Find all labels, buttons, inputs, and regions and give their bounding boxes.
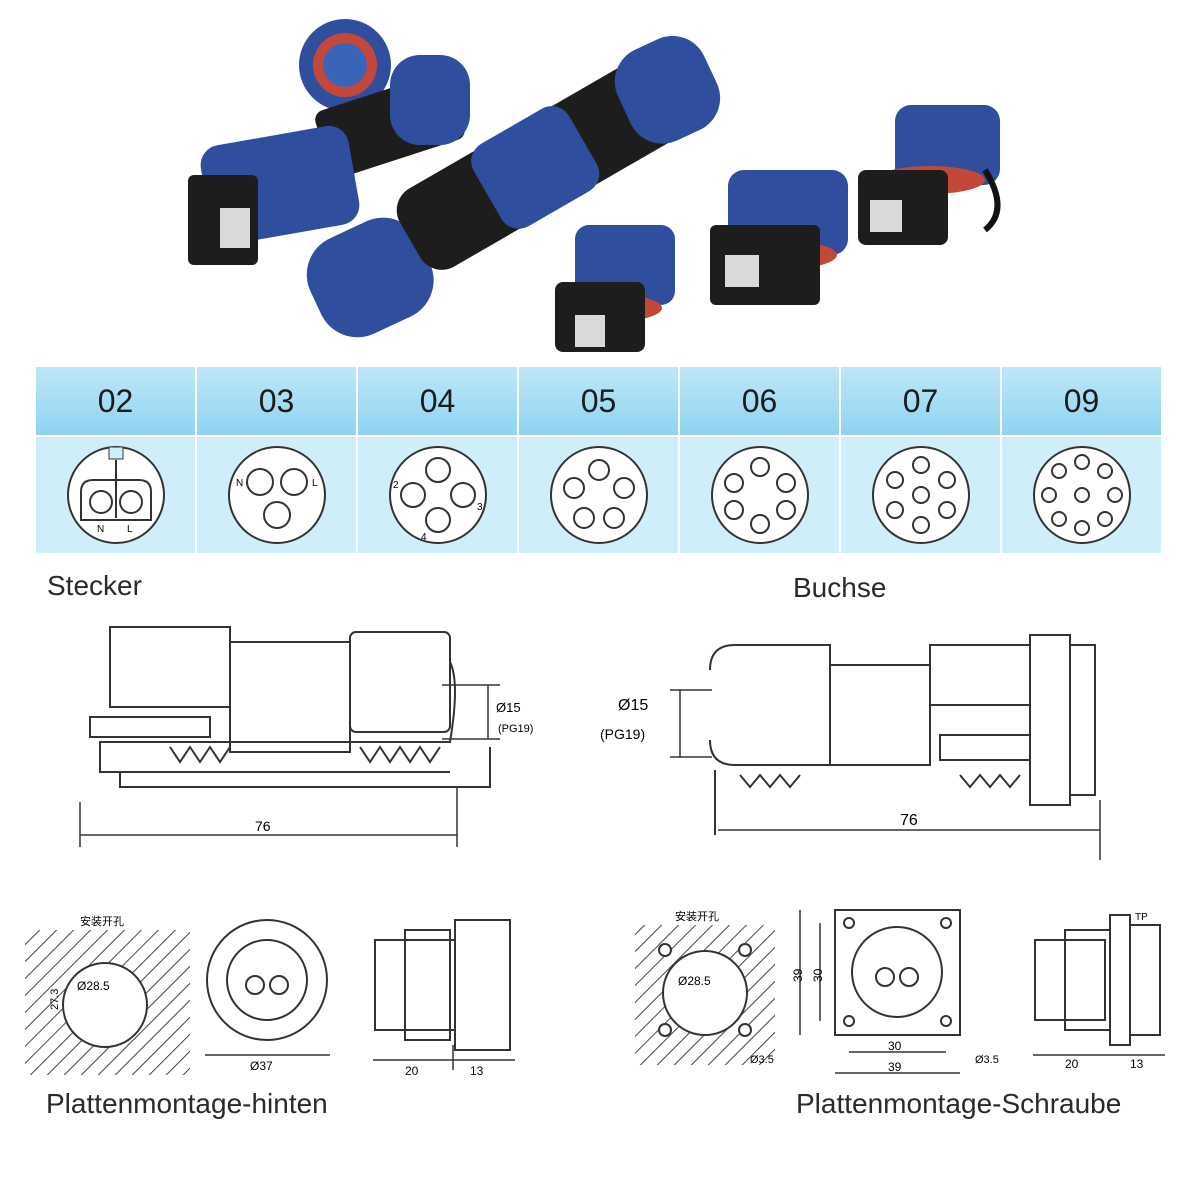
pin-face-3-icon: N L [227, 446, 326, 544]
rear-panel-front: Ø37 [205, 919, 330, 1073]
cable-connector-inline [306, 35, 721, 338]
socket-drawing: Ø15 (PG19) 76 [600, 634, 1101, 860]
pin-face-6-icon [710, 446, 809, 544]
rear-panel-side: 20 13 [373, 919, 515, 1078]
plug-diameter: Ø15 [496, 700, 521, 715]
screw-panel-cutout: 安装开孔 Ø28.5 Ø3.5 [635, 909, 775, 1066]
pin-diagram-09 [1002, 435, 1163, 553]
pin-layout-table: 02 03 04 05 06 07 09 N L [36, 367, 1163, 553]
screw-cutout-hole: Ø3.5 [750, 1054, 774, 1066]
pin-label-4: 4 [421, 532, 427, 543]
square-inner-horizontal: 30 [888, 1039, 902, 1053]
socket-length: 76 [900, 812, 918, 829]
screw-cutout-hole-diameter: Ø28.5 [678, 974, 711, 988]
pin-diagram-06 [680, 435, 841, 553]
panel-socket-small [555, 225, 675, 352]
pin-diagram-02: N L [36, 435, 197, 553]
rear-panel-cutout: 安装开孔 Ø28.5 27.3 [25, 914, 190, 1075]
pin-count-07: 07 [841, 367, 1002, 435]
plug-drawing: Ø15 (PG19) 76 [79, 626, 533, 847]
square-outer-vertical: 39 [791, 968, 805, 982]
panel-socket-flange [710, 170, 848, 305]
plug-thread: (PG19) [498, 723, 533, 735]
screw-panel-front: 39 30 30 39 Ø3.5 [791, 909, 999, 1074]
rear-panel-label: Plattenmontage-hinten [46, 1088, 328, 1119]
screw-depth-a: 20 [1065, 1057, 1079, 1071]
pin-count-05: 05 [519, 367, 680, 435]
pin-face-9-icon [1032, 446, 1131, 544]
pin-label-n: N [236, 478, 243, 489]
pin-face-2-icon: N L [66, 446, 165, 544]
pin-count-03: 03 [197, 367, 358, 435]
pin-count-09: 09 [1002, 367, 1163, 435]
plug-length: 76 [255, 818, 271, 834]
screw-panel-label: Plattenmontage-Schraube [796, 1088, 1122, 1119]
pin-label-n: N [97, 524, 104, 535]
pin-count-04: 04 [358, 367, 519, 435]
cable-connector-plug-left [188, 19, 470, 265]
socket-label: Buchse [793, 572, 887, 603]
cutout-flat: 27.3 [49, 989, 61, 1010]
screw-hole-diameter: Ø3.5 [975, 1054, 999, 1066]
cutout-hole-diameter: Ø28.5 [77, 979, 110, 993]
pin-label-l: L [312, 478, 318, 489]
screw-cutout-title: 安装开孔 [675, 909, 719, 923]
pin-diagram-04: 2 3 4 [358, 435, 519, 553]
pin-count-02: 02 [36, 367, 197, 435]
screw-depth-b: 13 [1130, 1057, 1144, 1071]
rear-depth-a: 20 [405, 1064, 419, 1078]
pin-label-2: 2 [393, 480, 399, 491]
square-inner-vertical: 30 [811, 968, 825, 982]
pin-face-4-icon: 2 3 4 [388, 446, 487, 544]
flange-diameter: Ø37 [250, 1059, 273, 1073]
rear-depth-b: 13 [470, 1064, 484, 1078]
pin-face-5-icon [549, 446, 648, 544]
pin-face-7-icon [871, 446, 970, 544]
screw-panel-side: TP 20 13 [1033, 912, 1165, 1071]
pin-diagram-07 [841, 435, 1002, 553]
tp-label: TP [1135, 912, 1148, 923]
pin-diagram-03: N L [197, 435, 358, 553]
pin-count-06: 06 [680, 367, 841, 435]
pin-label-3: 3 [477, 502, 483, 513]
pin-diagram-row: N L N L 2 3 4 [36, 435, 1163, 553]
socket-thread: (PG19) [600, 726, 645, 742]
pin-diagram-05 [519, 435, 680, 553]
product-photo [188, 19, 1001, 352]
cutout-title: 安装开孔 [80, 914, 124, 928]
square-outer-horizontal: 39 [888, 1060, 902, 1074]
socket-diameter: Ø15 [618, 697, 648, 714]
panel-socket-rear [858, 105, 1001, 245]
pin-label-l: L [127, 524, 133, 535]
pin-count-header-row: 02 03 04 05 06 07 09 [36, 367, 1163, 435]
plug-label: Stecker [47, 570, 142, 601]
